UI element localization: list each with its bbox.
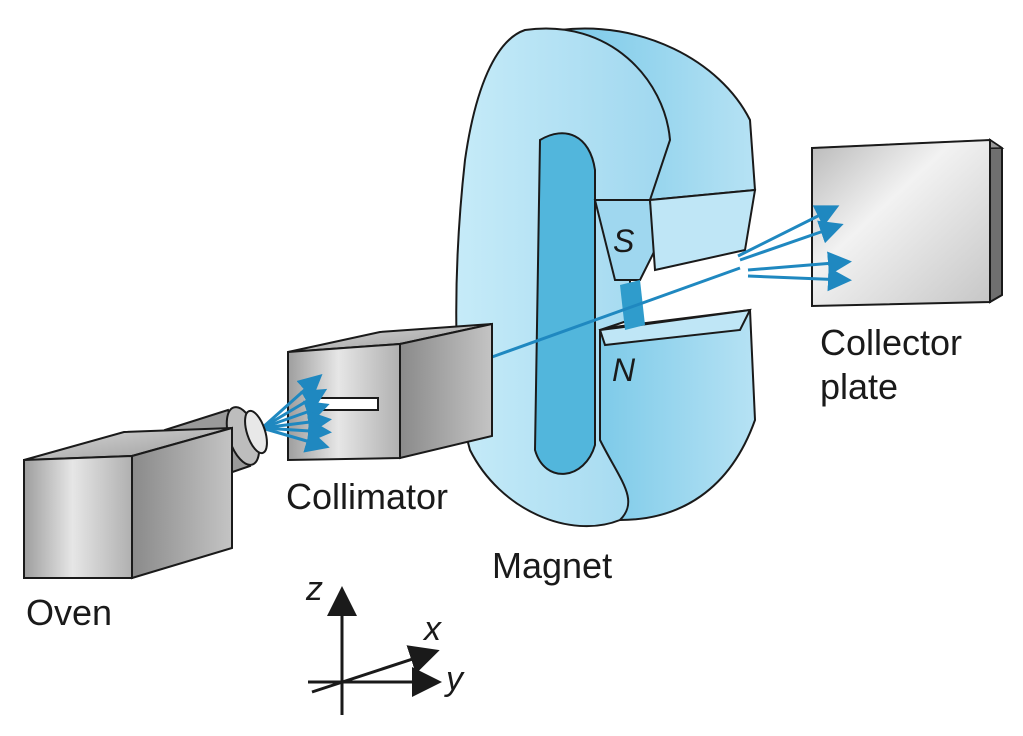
axis-z-label: z — [306, 570, 323, 608]
beam-fan — [261, 374, 332, 453]
oven — [23, 406, 268, 580]
collimator-side — [399, 322, 493, 460]
collector-label-line1: Collector — [820, 322, 963, 363]
collimator-label: Collimator — [286, 476, 449, 517]
beam-split-3 — [747, 251, 852, 276]
beam-main — [491, 266, 741, 359]
collector-plate — [811, 138, 1005, 308]
fan-ray — [261, 400, 330, 430]
oven-front — [23, 454, 133, 579]
coordinate-axes — [308, 586, 442, 715]
magnet-south-pole — [593, 199, 657, 281]
beam-split-4 — [747, 267, 852, 292]
oven-label: Oven — [26, 592, 113, 633]
fan-ray — [261, 374, 323, 430]
magnet-label: Magnet — [492, 545, 613, 586]
axis-x-line — [311, 645, 440, 694]
oven-nozzle-opening — [244, 409, 268, 455]
magnet-lower-side — [588, 308, 757, 522]
collector-plate-face — [811, 138, 991, 308]
north-pole-label: N — [612, 352, 636, 388]
collector-plate-edge — [989, 138, 1003, 304]
atomic-beam — [491, 205, 852, 359]
magnet-south-pole-face — [648, 188, 757, 272]
magnet-inner-slot — [533, 132, 596, 475]
collector-label-line2: plate — [820, 366, 899, 407]
axis-x-label: x — [424, 610, 441, 648]
collimator — [287, 322, 493, 462]
beam-split-2 — [739, 220, 844, 262]
south-pole-label: S — [613, 223, 635, 259]
axis-y-label: y — [446, 660, 463, 698]
beam-split-1 — [737, 205, 840, 258]
fan-ray — [261, 388, 328, 430]
fan-ray — [261, 426, 330, 453]
magnet — [455, 27, 757, 528]
